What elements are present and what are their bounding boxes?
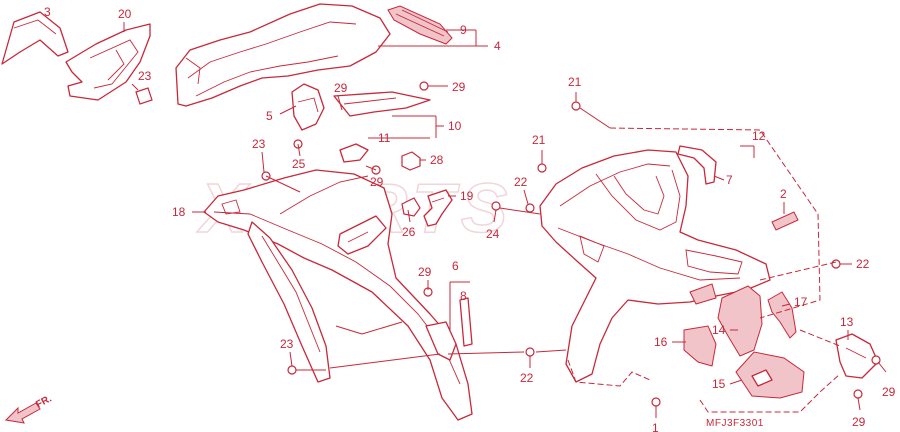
callout-21b: 21 (532, 133, 546, 147)
part-upper-cowl (175, 3, 391, 107)
callout-29e: 29 (882, 385, 896, 399)
diagram-code: MFJ3F3301 (706, 418, 764, 429)
callout-18: 18 (172, 205, 186, 219)
part-bracket-13 (835, 333, 879, 379)
part-lower-cowl (539, 149, 771, 383)
callout-29d: 29 (418, 265, 432, 279)
part-harness-5 (291, 83, 431, 131)
callout-29c: 29 (370, 175, 384, 189)
callout-labels: 3 20 23 9 4 29 29 5 10 11 23 25 28 29 19… (44, 5, 896, 432)
part-pad-16 (683, 325, 717, 367)
part-nut-28 (401, 151, 421, 171)
callout-22a: 22 (514, 175, 528, 189)
callout-3: 3 (44, 5, 51, 19)
callout-28: 28 (430, 153, 444, 167)
part-inner-panel (1, 11, 69, 65)
leader-lines (123, 22, 887, 418)
front-arrow-icon (4, 402, 41, 424)
callout-29a: 29 (334, 81, 348, 95)
callout-29f: 29 (852, 415, 866, 429)
callout-5: 5 (266, 109, 273, 123)
callout-20: 20 (118, 7, 132, 21)
front-direction-indicator: FR. (4, 393, 54, 424)
callout-14: 14 (712, 323, 726, 337)
callout-15: 15 (712, 377, 726, 391)
callout-1: 1 (652, 421, 659, 432)
callout-25: 25 (292, 157, 306, 171)
callout-11: 11 (378, 131, 391, 145)
part-bracket-19 (423, 189, 453, 227)
callout-19: 19 (460, 189, 474, 203)
callout-27: 23 (138, 69, 152, 83)
callout-29b: 29 (452, 80, 466, 94)
callout-17: 17 (794, 295, 808, 309)
part-guide-11 (339, 143, 369, 163)
part-bracket (65, 23, 151, 101)
part-pad-17 (767, 291, 797, 339)
callout-26: 26 (402, 225, 416, 239)
callout-8: 8 (460, 289, 467, 303)
callout-9: 9 (460, 23, 467, 37)
part-duct-screen (387, 5, 453, 45)
callout-12: 12 (752, 129, 766, 143)
part-pad-15 (735, 351, 805, 399)
part-grommet-26 (401, 197, 421, 217)
front-direction-label: FR. (34, 393, 54, 410)
part-middle-cowl (203, 169, 473, 421)
fastener-group (261, 81, 881, 407)
callout-10: 10 (448, 119, 462, 133)
part-lower-edge (247, 221, 331, 383)
assembly-outline-12 (567, 127, 841, 413)
callout-13: 13 (840, 315, 854, 329)
callout-2: 2 (780, 187, 787, 201)
callout-6: 6 (452, 259, 459, 273)
callout-16: 16 (654, 335, 668, 349)
callout-7: 7 (726, 173, 733, 187)
callout-4: 4 (494, 39, 501, 53)
callout-24: 24 (486, 227, 500, 241)
callout-23a: 23 (252, 137, 266, 151)
callout-22c: 22 (856, 257, 870, 271)
callout-21a: 21 (568, 75, 582, 89)
callout-23b: 23 (280, 337, 294, 351)
part-screw-27 (131, 83, 153, 105)
part-clip-2 (771, 211, 799, 231)
part-strip-8 (459, 297, 473, 347)
part-duct-7 (677, 145, 717, 185)
callout-22b: 22 (520, 371, 534, 385)
part-pad-14 (717, 285, 763, 357)
